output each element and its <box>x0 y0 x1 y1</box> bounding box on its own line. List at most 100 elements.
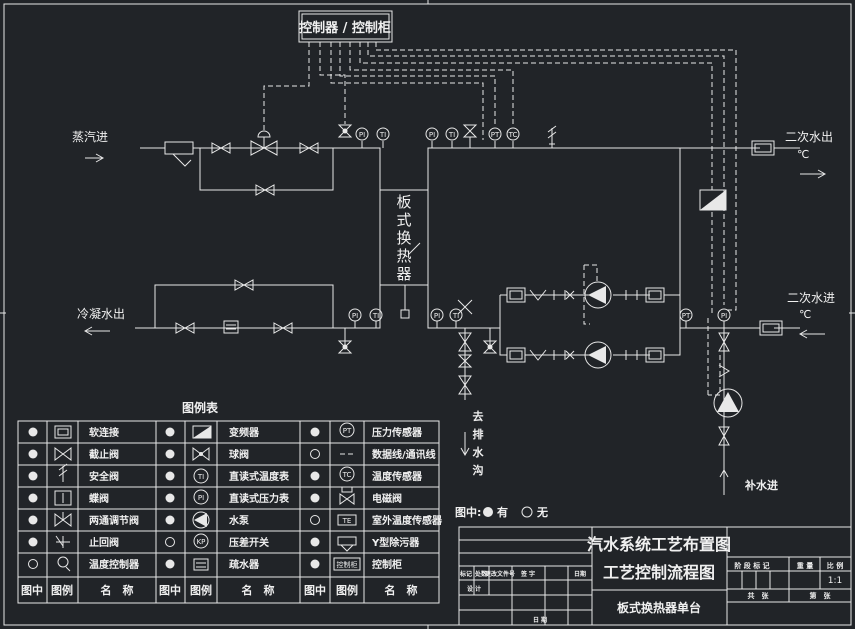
svg-text:式: 式 <box>396 211 411 229</box>
svg-text:名 称: 名 称 <box>101 583 134 597</box>
svg-text:两通调节阀: 两通调节阀 <box>89 514 139 527</box>
svg-text:直读式温度表: 直读式温度表 <box>229 470 290 483</box>
flow-arrows <box>83 153 827 495</box>
instrument-gauges: PI TI PI TI PT TC PI TI PI TI PT <box>348 124 731 328</box>
svg-text:水泵: 水泵 <box>228 514 250 527</box>
svg-text:无: 无 <box>536 506 548 519</box>
legend-symbols-col2: TI PI KP <box>192 425 212 571</box>
svg-text:直读式压力表: 直读式压力表 <box>229 492 290 505</box>
svg-text:名 称: 名 称 <box>385 583 418 597</box>
svg-text:图中: 图中 <box>21 583 43 597</box>
svg-text:图例: 图例 <box>51 583 73 597</box>
svg-text:PI: PI <box>434 312 440 320</box>
steam-inlet-label: 蒸汽进 <box>72 129 108 144</box>
drawing-title: 汽水系统工艺布置图 <box>587 535 731 554</box>
title-block: 汽水系统工艺布置图 工艺控制流程图 板式换热器单台 阶 段 标 记 重 量 比 … <box>458 526 852 626</box>
check-valve-icon <box>529 289 730 378</box>
svg-text:板: 板 <box>396 193 411 211</box>
svg-text:图例: 图例 <box>336 583 358 597</box>
svg-text:图中: 图中 <box>159 583 181 597</box>
svg-text:PT: PT <box>343 427 352 435</box>
svg-text:止回阀: 止回阀 <box>89 536 119 549</box>
svg-text:PI: PI <box>198 494 204 502</box>
svg-text:℃: ℃ <box>799 308 811 321</box>
svg-text:PT: PT <box>682 312 691 320</box>
svg-text:变频器: 变频器 <box>229 426 260 439</box>
svg-text:控制柜: 控制柜 <box>337 560 358 569</box>
svg-text:TE: TE <box>342 517 352 525</box>
svg-text:℃: ℃ <box>797 148 809 161</box>
svg-text:PT: PT <box>491 131 500 139</box>
svg-text:TI: TI <box>379 131 386 139</box>
secondary-outlet-label: 二次水出 <box>785 130 833 144</box>
svg-text:室外温度传感器: 室外温度传感器 <box>372 514 443 527</box>
svg-text:器: 器 <box>396 265 411 283</box>
svg-text:日 期: 日 期 <box>533 616 547 624</box>
svg-text:阶 段 标 记: 阶 段 标 记 <box>734 561 769 570</box>
svg-text:PI: PI <box>721 312 727 320</box>
svg-text:TC: TC <box>508 131 518 139</box>
controller-label: 控制器 / 控制柜 <box>299 20 391 36</box>
svg-text:PI: PI <box>429 131 435 139</box>
svg-text:蝶阀: 蝶阀 <box>89 492 109 505</box>
svg-text:温度控制器: 温度控制器 <box>89 558 140 571</box>
svg-text:压差开关: 压差开关 <box>229 536 269 549</box>
svg-text:处数: 处数 <box>474 570 488 578</box>
legend-table: 图例表 <box>17 400 443 604</box>
condensate-outlet-label: 冷凝水出 <box>77 306 125 321</box>
legend-title: 图例表 <box>182 400 219 415</box>
svg-text:TC: TC <box>342 471 352 479</box>
legend-symbols-col3: PT TC TE 控制柜 <box>333 422 361 571</box>
svg-text:设 计: 设 计 <box>467 585 481 593</box>
svg-text:温度传感器: 温度传感器 <box>372 470 423 483</box>
svg-text:TI: TI <box>448 131 455 139</box>
svg-text:TI: TI <box>372 312 379 320</box>
svg-text:TI: TI <box>197 473 204 481</box>
svg-text:图中: 图中 <box>304 583 326 597</box>
svg-text:热: 热 <box>396 247 411 265</box>
svg-text:Y型除污器: Y型除污器 <box>371 536 420 549</box>
svg-text:安全阀: 安全阀 <box>89 470 119 483</box>
svg-text:签 字: 签 字 <box>520 570 535 578</box>
svg-text:重 量: 重 量 <box>797 561 813 570</box>
scale-value: 1:1 <box>828 576 842 586</box>
ball-valve-icon <box>337 124 498 368</box>
drawing-unit-label: 板式换热器单台 <box>617 600 701 615</box>
svg-text:压力传感器: 压力传感器 <box>372 426 423 439</box>
steam-trap-icon <box>223 320 239 334</box>
svg-text:图例: 图例 <box>190 583 212 597</box>
svg-text:图中:: 图中: <box>455 505 481 519</box>
y-strainer-icon <box>164 141 194 167</box>
cross-mark <box>457 299 473 315</box>
drain-label: 去 <box>473 409 484 423</box>
svg-text:共 张: 共 张 <box>748 591 770 600</box>
legend-note: 图中: 有 无 <box>455 505 548 519</box>
svg-text:日期: 日期 <box>574 570 586 578</box>
svg-text:电磁阀: 电磁阀 <box>372 492 402 505</box>
plate-heat-exchanger: 板 式 换 热 器 <box>379 189 429 286</box>
temperature-sensor-icon <box>400 309 410 319</box>
svg-text:名 称: 名 称 <box>242 583 275 597</box>
svg-text:控制柜: 控制柜 <box>372 558 402 571</box>
svg-text:PI: PI <box>352 312 358 320</box>
flexible-connector-icon <box>506 140 783 363</box>
svg-text:球阀: 球阀 <box>229 448 249 461</box>
svg-text:KP: KP <box>197 538 206 546</box>
water-pump-icon <box>584 281 743 418</box>
svg-text:标记: 标记 <box>459 570 472 578</box>
svg-text:比 例: 比 例 <box>827 561 843 570</box>
svg-text:更改文件号: 更改文件号 <box>485 570 515 578</box>
svg-text:排: 排 <box>473 427 484 441</box>
svg-text:疏水器: 疏水器 <box>229 558 260 571</box>
svg-text:PI: PI <box>359 131 365 139</box>
frequency-inverter-icon <box>699 189 727 211</box>
svg-text:有: 有 <box>497 505 508 519</box>
controller-box: 控制器 / 控制柜 <box>298 10 393 43</box>
secondary-inlet-label: 二次水进 <box>787 291 835 305</box>
svg-text:第 张: 第 张 <box>810 591 832 600</box>
svg-text:换: 换 <box>396 229 411 247</box>
two-way-control-valve-icon <box>250 130 278 156</box>
makeup-water-label: 补水进 <box>744 478 778 492</box>
